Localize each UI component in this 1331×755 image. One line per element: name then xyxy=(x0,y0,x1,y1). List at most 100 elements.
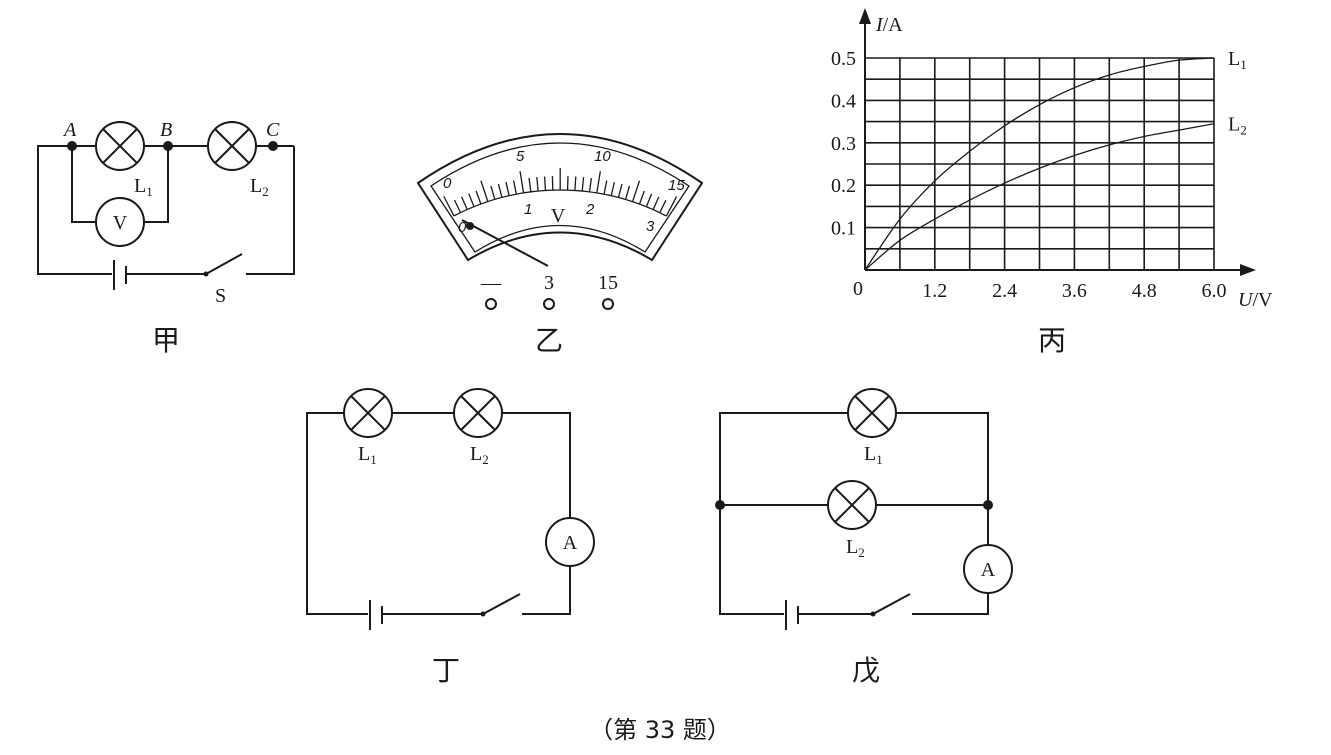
dial-tick xyxy=(645,193,653,208)
lamp-l2-label: L2 xyxy=(250,175,269,199)
scale-lower-3: 3 xyxy=(646,218,655,235)
node-label-c: C xyxy=(266,119,280,141)
ammeter xyxy=(963,544,1013,594)
chart-grid xyxy=(865,57,1215,270)
series-line-l2 xyxy=(864,123,1215,271)
dial-tick xyxy=(631,180,641,202)
node-label-b: B xyxy=(160,119,172,141)
y-axis-arrow xyxy=(859,8,871,24)
lamp-l1-label: L1 xyxy=(864,443,883,467)
terminal-3 xyxy=(543,298,555,310)
junction-left xyxy=(715,500,725,510)
dial-tick xyxy=(460,196,468,210)
dial-tick xyxy=(659,199,667,214)
scale-lower-0: 0 xyxy=(458,219,467,236)
junction-right xyxy=(983,500,993,510)
node-c xyxy=(268,141,278,151)
dial-tick xyxy=(603,180,608,195)
scale-upper-5: 5 xyxy=(516,148,525,165)
dial-tick xyxy=(475,190,482,205)
scale-lower-2: 2 xyxy=(585,201,595,218)
ammeter-letter: A xyxy=(563,532,578,554)
switch-s xyxy=(205,253,243,275)
dial-tick xyxy=(528,177,532,192)
switch-label: S xyxy=(215,285,226,307)
lamp-l1 xyxy=(847,388,897,438)
x-axis-arrow xyxy=(1240,264,1256,276)
terminal-neg xyxy=(485,298,497,310)
x-tick-label: 4.8 xyxy=(1132,280,1157,302)
dial-tick xyxy=(652,196,660,210)
lamp-l1-label: L1 xyxy=(134,175,153,199)
dial-tick xyxy=(505,181,510,196)
y-tick-label: 0.5 xyxy=(831,48,856,70)
dial-tick xyxy=(497,183,503,198)
lamp-l2 xyxy=(827,480,877,530)
series-label-l1: L1 xyxy=(1228,48,1247,72)
dial-arc xyxy=(453,189,667,217)
lamp-l1-label: L1 xyxy=(358,443,377,467)
scale-upper-10: 10 xyxy=(594,148,611,165)
y-tick-label: 0.2 xyxy=(831,175,856,197)
terminal-label-3: 3 xyxy=(544,272,554,294)
circuit-jia: V A B C L1 L2 S 甲 xyxy=(37,119,295,357)
circuit-wu: A L1 L2 戊 xyxy=(715,388,1013,687)
y-axis-label: I/A xyxy=(875,14,903,36)
scale-lower-1: 1 xyxy=(524,201,532,218)
lamp-l2-label: L2 xyxy=(470,443,489,467)
lamp-l2 xyxy=(207,121,257,171)
lamp-l1 xyxy=(95,121,145,171)
origin-label: 0 xyxy=(853,278,863,300)
needle xyxy=(461,219,549,267)
dial-tick xyxy=(610,181,616,196)
switch xyxy=(482,593,521,615)
y-tick-label: 0.3 xyxy=(831,133,856,155)
dial-tick xyxy=(512,180,517,195)
dial-inner-frame xyxy=(430,142,690,253)
voltmeter xyxy=(95,197,145,247)
node-b xyxy=(163,141,173,151)
x-tick-label: 2.4 xyxy=(992,280,1017,302)
dial-tick xyxy=(588,177,592,192)
caption-ding: 丁 xyxy=(432,654,460,687)
dial-tick xyxy=(581,177,585,192)
voltmeter-letter: V xyxy=(113,212,128,234)
dial-tick xyxy=(443,196,455,217)
caption-yi: 乙 xyxy=(535,324,563,357)
lamp-l2 xyxy=(453,388,503,438)
dial-tick xyxy=(480,180,489,202)
dial-tick xyxy=(468,193,475,207)
scale-upper-15: 15 xyxy=(668,177,685,194)
dial-tick xyxy=(543,176,547,191)
x-axis-label: U/V xyxy=(1238,289,1273,311)
dial-tick xyxy=(665,196,678,217)
caption-bing: 丙 xyxy=(1038,324,1066,357)
question-number: （第 33 题） xyxy=(589,716,731,744)
dial-tick xyxy=(490,185,496,200)
terminal-label-15: 15 xyxy=(598,272,618,294)
series-label-l2: L2 xyxy=(1228,114,1247,138)
dial-tick xyxy=(453,199,462,213)
needle-pivot xyxy=(466,222,474,230)
terminal-label-neg: — xyxy=(480,272,502,294)
terminal-15 xyxy=(602,298,614,310)
wire-left xyxy=(37,145,112,275)
caption-wu: 戊 xyxy=(852,654,880,687)
node-a xyxy=(67,141,77,151)
x-tick-label: 1.2 xyxy=(922,280,947,302)
meter-yi: 0 5 10 15 1 2 3 0 V — 3 15 乙 xyxy=(416,133,704,357)
ammeter-letter: A xyxy=(981,559,996,581)
switch xyxy=(872,593,911,615)
lamp-l1 xyxy=(343,388,393,438)
x-tick-label: 6.0 xyxy=(1202,280,1227,302)
dial-tick xyxy=(519,171,525,194)
dial-tick xyxy=(624,185,631,200)
y-tick-label: 0.4 xyxy=(831,90,856,112)
lamp-l2-label: L2 xyxy=(846,536,865,560)
scale-upper-0: 0 xyxy=(443,175,452,192)
dial-tick xyxy=(596,171,601,194)
dial-tick xyxy=(536,177,539,192)
x-tick-label: 3.6 xyxy=(1062,280,1087,302)
